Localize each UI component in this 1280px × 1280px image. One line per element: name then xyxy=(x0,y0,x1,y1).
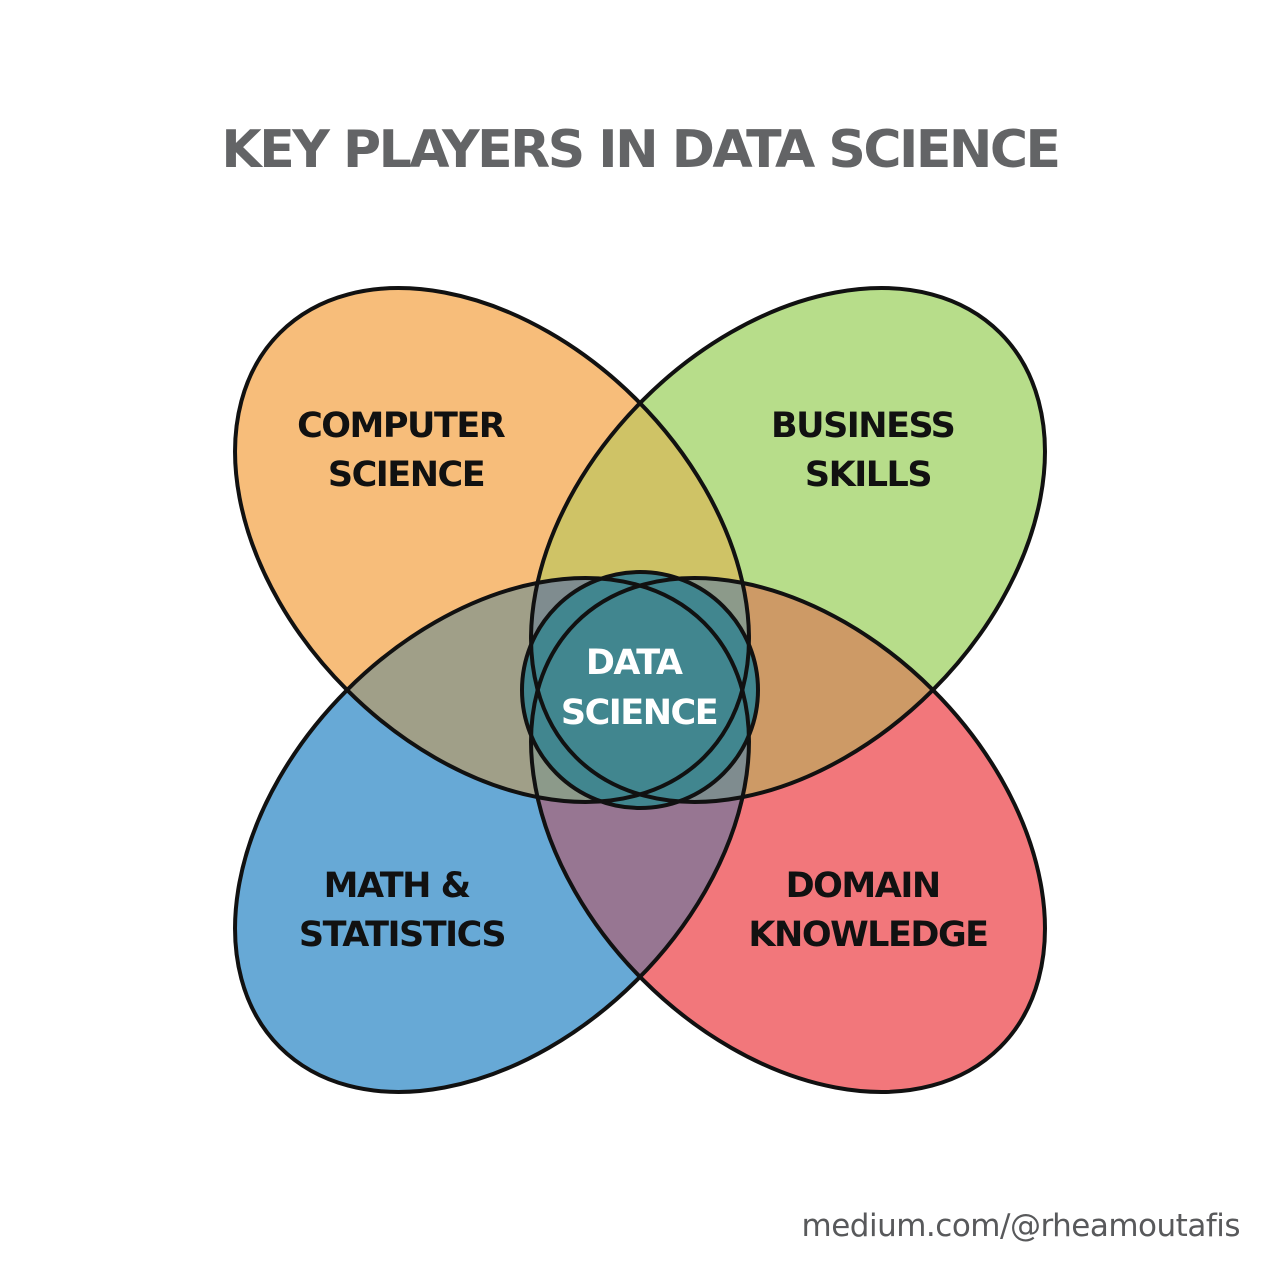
outline-domain-knowledge xyxy=(529,576,1047,1094)
source-credit: medium.com/@rheamoutafis xyxy=(801,1208,1241,1244)
label-computer-science: COMPUTER SCIENCE xyxy=(297,406,515,495)
outline-math-statistics xyxy=(233,576,751,1094)
outline-center xyxy=(520,570,760,810)
label-business-skills: BUSINESS SKILLS xyxy=(771,406,965,495)
outlines xyxy=(233,286,1047,1094)
label-domain-knowledge: DOMAIN KNOWLEDGE xyxy=(748,866,987,955)
center-data-science xyxy=(522,572,758,808)
label-math-statistics: MATH & STATISTICS xyxy=(299,866,505,955)
diagram-title: KEY PLAYERS IN DATA SCIENCE xyxy=(221,120,1061,180)
label-data-science: DATA SCIENCE xyxy=(561,643,717,733)
